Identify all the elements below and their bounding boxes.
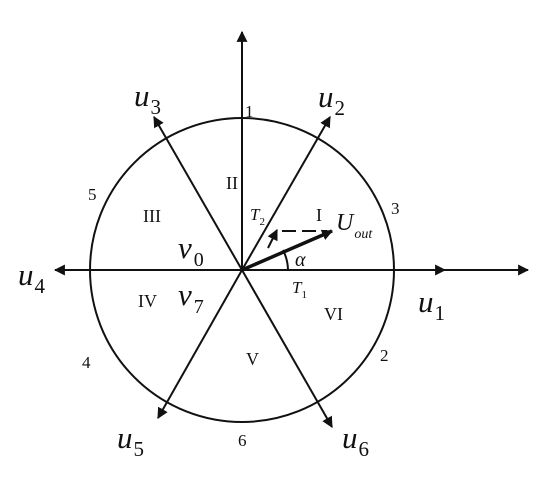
sector-number-4: 4 <box>82 353 91 372</box>
sector-number-2: 2 <box>380 346 389 365</box>
u2-label: u2 <box>318 79 345 120</box>
sector-number-1: 1 <box>245 102 254 121</box>
sector-roman-IV: IV <box>138 291 157 311</box>
t1-label: T1 <box>292 278 307 301</box>
u3-label: u3 <box>134 78 161 119</box>
u3-vector <box>153 116 243 271</box>
sector-roman-V: V <box>246 349 259 369</box>
alpha-label: α <box>295 249 306 271</box>
sector-number-3: 3 <box>391 199 400 218</box>
sector-roman-VI: VI <box>324 304 343 324</box>
alpha-arc <box>282 249 289 271</box>
sector-number-6: 6 <box>238 431 247 450</box>
u6-label: u6 <box>342 420 369 461</box>
sector-roman-III: III <box>143 206 161 226</box>
output-vector <box>241 229 334 272</box>
output-vector-label: Uout <box>336 210 373 242</box>
u5-vector <box>157 269 243 419</box>
sector-roman-I: I <box>316 205 322 225</box>
sector-roman-II: II <box>226 173 238 193</box>
u5-label: u5 <box>117 420 144 461</box>
u4-label: u4 <box>18 257 46 298</box>
t2-component-arrow <box>267 229 278 249</box>
sector-number-5: 5 <box>88 185 97 204</box>
u1-label: u1 <box>418 284 445 325</box>
t2-label: T2 <box>250 205 265 228</box>
u6-vector <box>241 269 333 428</box>
u2-vector <box>241 116 331 271</box>
